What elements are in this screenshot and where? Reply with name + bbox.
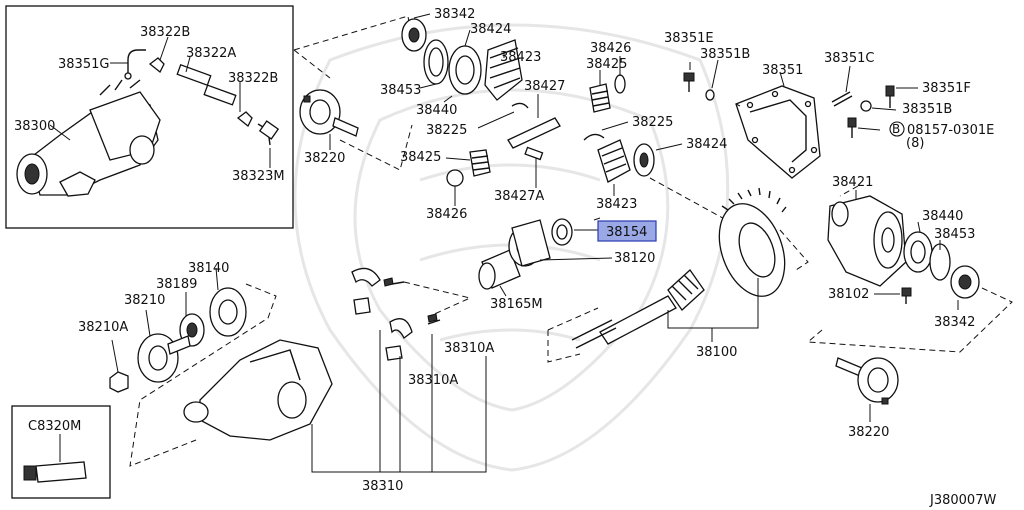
label-38426-top: 38426 xyxy=(590,41,631,56)
label-38310A-b: 38310A xyxy=(408,373,458,388)
label-38165M: 38165M xyxy=(490,297,543,312)
bolt-callout-circle xyxy=(889,121,905,137)
label-38351F: 38351F xyxy=(922,81,971,96)
rear-final-drive-assembly xyxy=(16,79,161,197)
ring-and-pinion-set: 38100 xyxy=(547,187,809,363)
label-38322A: 38322A xyxy=(186,46,236,61)
label-38322B-b: 38322B xyxy=(228,71,278,86)
label-38427: 38427 xyxy=(524,79,565,94)
label-38351E: 38351E xyxy=(664,31,714,46)
label-38310A-a: 38310A xyxy=(444,341,494,356)
pinion-shaft-group: 38427 38427A 38425 38426 38225 38424 384… xyxy=(400,41,731,223)
label-38453-top: 38453 xyxy=(380,83,421,98)
label-38351G: 38351G xyxy=(58,57,109,72)
label-38440-right: 38440 xyxy=(922,209,963,224)
label-38425-top: 38425 xyxy=(586,57,627,72)
label-38342-top: 38342 xyxy=(434,7,475,22)
inset-assembly-box: 38322B 38322A 38322B 38351G 38300 38323M xyxy=(5,5,294,229)
label-38440-top: 38440 xyxy=(416,103,457,118)
label-38140: 38140 xyxy=(188,261,229,276)
label-38351: 38351 xyxy=(762,63,803,78)
label-38300: 38300 xyxy=(14,119,55,134)
label-38220-left: 38220 xyxy=(304,151,345,166)
label-38310: 38310 xyxy=(362,479,403,494)
label-38424-mid: 38424 xyxy=(686,137,727,152)
label-38120: 38120 xyxy=(614,251,655,266)
label-38351C: 38351C xyxy=(824,51,874,66)
companion-flange-left xyxy=(299,89,359,137)
watermark-emblem xyxy=(293,23,730,472)
top-flange-group: 38342 38424 38423 38453 38440 38225 3822… xyxy=(293,7,541,171)
breather-hose-set xyxy=(124,49,280,146)
label-38189: 38189 xyxy=(156,277,197,292)
carrier-housing-group: 38140 38189 38210 38210A 38310A 38310A 3… xyxy=(78,261,494,494)
label-38154[interactable]: 38154 xyxy=(606,225,647,240)
label-38427A: 38427A xyxy=(494,189,544,204)
label-08157-qty: (8) xyxy=(906,136,924,151)
label-38210: 38210 xyxy=(124,293,165,308)
label-38220-right: 38220 xyxy=(848,425,889,440)
label-38102: 38102 xyxy=(828,287,869,302)
label-38423-top: 38423 xyxy=(500,50,541,65)
label-38424-top: 38424 xyxy=(470,22,511,37)
label-38351B-right: 38351B xyxy=(902,102,952,117)
label-38425-mid: 38425 xyxy=(400,150,441,165)
label-38322B-a: 38322B xyxy=(140,25,190,40)
label-38453-right: 38453 xyxy=(934,227,975,242)
label-38100: 38100 xyxy=(696,345,737,360)
highlight-38154[interactable] xyxy=(597,220,657,242)
differential-case-group: 38421 38440 38453 38102 38342 38220 xyxy=(806,175,1013,440)
label-38421: 38421 xyxy=(832,175,873,190)
label-38342-right: 38342 xyxy=(934,315,975,330)
label-38225-top: 38225 xyxy=(426,123,467,138)
label-08157-circle: B xyxy=(892,122,900,136)
diagram-code: J380007W xyxy=(929,493,996,508)
label-08157: 08157-0301E xyxy=(907,123,994,138)
label-38423-mid: 38423 xyxy=(596,197,637,212)
pinion-bearing-group: 38154 38120 38165M xyxy=(478,217,657,312)
label-38426-mid: 38426 xyxy=(426,207,467,222)
label-C8320M: C8320M xyxy=(28,419,81,434)
label-38225-mid: 38225 xyxy=(632,115,673,130)
companion-flange-right xyxy=(835,357,899,405)
sealant-box: C8320M xyxy=(11,405,111,499)
label-38351B-top: 38351B xyxy=(700,47,750,62)
label-38323M: 38323M xyxy=(232,169,285,184)
rear-cover-group: 38351E 38351B 38351C 38351 38351F 38351B… xyxy=(664,31,994,179)
label-38210A: 38210A xyxy=(78,320,128,335)
